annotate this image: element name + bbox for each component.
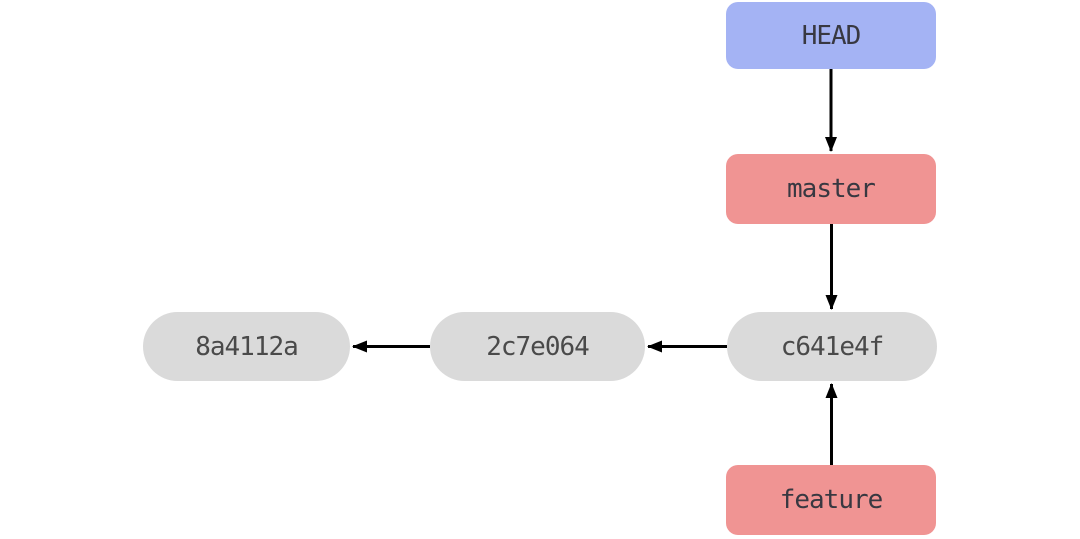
head-node: HEAD — [726, 2, 936, 69]
branch-node-feature-label: feature — [779, 485, 884, 515]
commit-node-8a4112a: 8a4112a — [143, 312, 350, 381]
commit-node-8a4112a-label: 8a4112a — [195, 331, 299, 362]
commit-node-2c7e064-label: 2c7e064 — [486, 331, 590, 362]
branch-node-feature: feature — [726, 465, 936, 535]
branch-node-master-label: master — [787, 174, 876, 204]
commit-node-c641e4f-label: c641e4f — [780, 331, 885, 362]
commit-node-2c7e064: 2c7e064 — [430, 312, 645, 381]
head-node-label: HEAD — [801, 20, 862, 51]
commit-node-c641e4f: c641e4f — [727, 312, 937, 381]
branch-node-master: master — [726, 154, 936, 224]
